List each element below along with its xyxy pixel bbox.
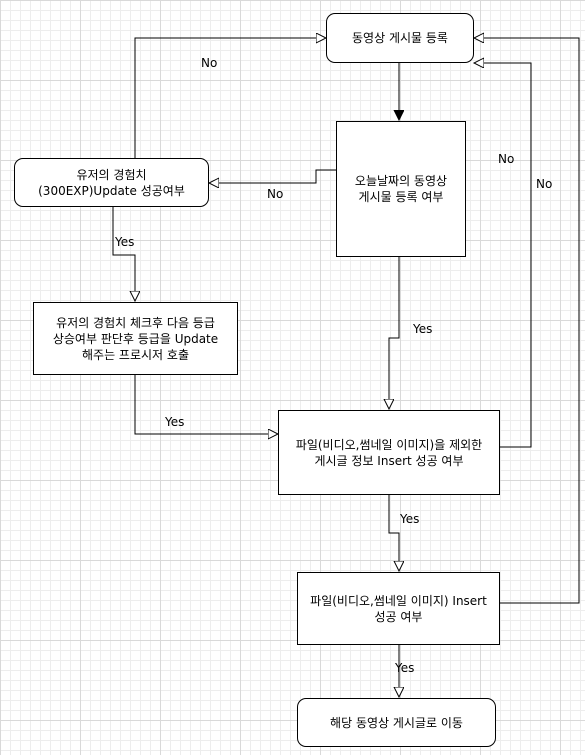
label-yes-today-to-info: Yes bbox=[413, 322, 433, 336]
edge-today-to-info bbox=[389, 257, 400, 409]
label-no-exp-to-register: No bbox=[201, 56, 218, 70]
label-no-info-to-register: No bbox=[498, 152, 515, 166]
edge-file-to-register bbox=[474, 38, 580, 604]
edge-today-to-exp bbox=[209, 169, 336, 183]
node-move-to-video-post: 해당 동영상 게시글로 이동 bbox=[297, 698, 496, 747]
node-exp-update-check: 유저의 경험치 (300EXP)Update 성공여부 bbox=[14, 158, 209, 207]
edge-exp-to-register bbox=[134, 38, 326, 158]
edge-exp-to-grade bbox=[112, 207, 135, 301]
label-yes-exp-to-grade: Yes bbox=[115, 235, 135, 249]
node-today-post-check: 오늘날짜의 동영상 게시물 등록 여부 bbox=[336, 121, 466, 257]
edge-grade-to-info bbox=[134, 375, 278, 434]
edge-info-to-register bbox=[474, 63, 532, 448]
node-file-insert-check: 파일(비디오,썸네일 이미지) Insert 성공 여부 bbox=[297, 572, 500, 645]
node-post-info-insert-check: 파일(비디오,썸네일 이미지)을 제외한 게시글 정보 Insert 성공 여부 bbox=[278, 410, 500, 495]
label-yes-grade-to-info: Yes bbox=[165, 415, 185, 429]
edge-info-to-file bbox=[388, 495, 399, 571]
label-no-file-to-register: No bbox=[536, 177, 553, 191]
node-grade-update-procedure: 유저의 경험치 체크후 다음 등급 상승여부 판단후 등급을 Update 해주… bbox=[33, 302, 238, 375]
label-yes-file-to-move: Yes bbox=[395, 661, 415, 675]
label-no-today-to-exp: No bbox=[267, 187, 284, 201]
node-register-video-post: 동영상 게시물 등록 bbox=[326, 13, 474, 63]
label-yes-info-to-file: Yes bbox=[400, 512, 420, 526]
